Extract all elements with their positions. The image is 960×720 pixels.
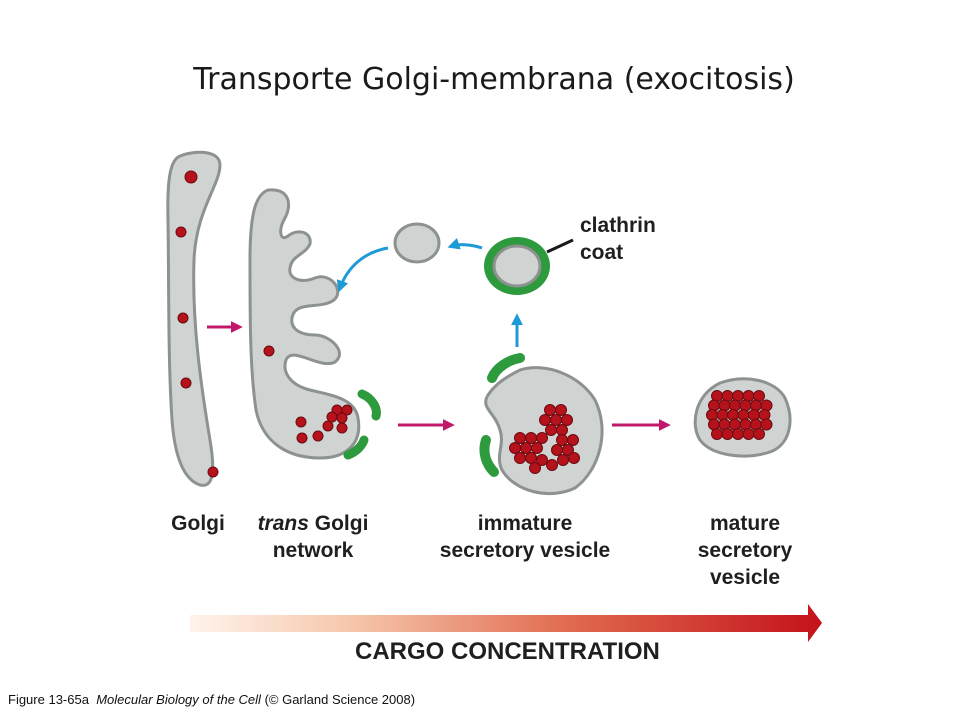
cargo-particle <box>545 424 557 436</box>
cargo-particle <box>177 312 189 324</box>
cargo-particle <box>296 432 308 444</box>
cargo-particle <box>760 418 773 431</box>
cargo-particle <box>732 428 744 440</box>
cargo-particle <box>536 454 548 466</box>
cargo-particle <box>525 432 537 444</box>
figure-caption: Figure 13-65a Molecular Biology of the C… <box>8 692 416 707</box>
cargo-particle <box>529 462 541 474</box>
cargo-particle <box>556 434 568 446</box>
clathrin-patch <box>479 435 499 477</box>
cargo-particle <box>753 428 765 440</box>
cargo-particle <box>567 434 579 446</box>
immature-secretory-vesicle <box>479 353 604 496</box>
cargo-particle <box>550 414 562 426</box>
cargo-particle <box>525 452 537 464</box>
cargo-particle <box>536 432 548 444</box>
trans-golgi-network <box>248 188 381 460</box>
clathrin-pointer <box>546 238 574 254</box>
cargo-particle <box>509 442 521 454</box>
cargo-particle <box>514 452 526 464</box>
cargo-particle <box>180 377 192 389</box>
cargo-particle <box>551 444 563 456</box>
cargo-particle <box>721 428 734 440</box>
cargo-particle <box>539 414 551 426</box>
uncoated-vesicle <box>393 222 441 264</box>
arrow-recycle-to-tgn <box>336 246 389 293</box>
cargo-particle <box>341 404 353 416</box>
cargo-particle <box>263 345 275 357</box>
clathrin-coated-vesicle <box>484 237 574 295</box>
cargo-particle <box>336 422 348 434</box>
cargo-particle <box>544 404 556 416</box>
golgi-label: Golgi <box>171 512 225 535</box>
cargo-particle <box>184 170 198 184</box>
cargo-particle <box>207 466 219 478</box>
cargo-particle <box>546 459 558 471</box>
cargo-particle <box>514 432 526 444</box>
golgi-cisterna <box>166 150 222 487</box>
clathrin-patch <box>357 389 381 421</box>
cargo-particle <box>742 428 755 440</box>
cargo-particle <box>562 444 574 456</box>
cargo-particle <box>556 424 568 436</box>
clathrin-patch <box>343 435 369 460</box>
cargo-particle <box>520 442 532 454</box>
arrow-uncoat <box>447 238 483 250</box>
cargo-particle <box>326 411 338 423</box>
cargo-particle <box>561 414 573 426</box>
cargo-particle <box>568 452 580 464</box>
cargo-concentration-arrow <box>190 604 822 642</box>
immature-cargo-cluster <box>509 404 580 474</box>
clathrin-patch <box>487 353 525 383</box>
mature-cargo-cluster <box>706 390 773 440</box>
cargo-particle <box>336 412 348 424</box>
cargo-particle <box>555 404 567 416</box>
cargo-concentration-label: CARGO CONCENTRATION <box>355 638 660 665</box>
cargo-particle <box>711 428 723 440</box>
page-title: Transporte Golgi-membrana (exocitosis) <box>193 62 795 97</box>
cargo-particle <box>175 226 187 238</box>
cargo-particle <box>322 420 334 432</box>
cargo-particle <box>531 442 543 454</box>
cargo-particle <box>557 454 569 466</box>
cargo-particle <box>295 416 307 428</box>
cargo-particle <box>312 430 324 442</box>
